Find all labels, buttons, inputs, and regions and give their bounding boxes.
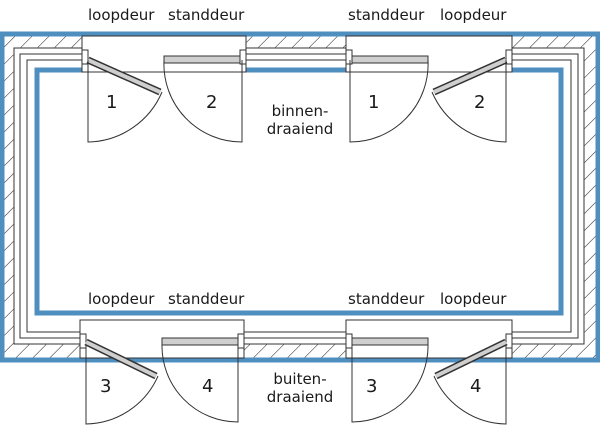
door-number-bottom-right-loop: 4	[470, 376, 481, 397]
label-bottom-left-standdeur: standdeur	[168, 290, 245, 308]
caption-top-line1: binnen-	[272, 102, 329, 120]
inner-frame	[34, 67, 564, 316]
wall	[1, 33, 599, 361]
door-number-bottom-left-loop: 3	[100, 376, 111, 397]
label-bottom-left-loopdeur: loopdeur	[88, 290, 155, 308]
label-top-right-standdeur: standdeur	[348, 6, 425, 24]
label-bottom-right-loopdeur: loopdeur	[440, 290, 507, 308]
label-top-right-loopdeur: loopdeur	[440, 6, 507, 24]
door-number-top-left-stand: 2	[206, 92, 217, 113]
door-pair-bottom-right	[345, 333, 513, 425]
label-bottom-right-standdeur: standdeur	[348, 290, 425, 308]
door-number-top-right-loop: 2	[474, 92, 485, 113]
door-number-top-right-stand: 1	[368, 92, 379, 113]
caption-bottom-line2: draaiend	[267, 388, 334, 406]
door-pair-bottom-left	[79, 333, 245, 425]
outer-frame	[0, 31, 600, 363]
door-number-bottom-right-stand: 3	[366, 376, 377, 397]
label-top-left-standdeur: standdeur	[168, 6, 245, 24]
caption-top-line2: draaiend	[267, 120, 334, 138]
caption-bottom-line1: buiten-	[273, 370, 326, 388]
door-pair-top-right	[345, 49, 513, 143]
door-pair-top-left	[81, 49, 247, 143]
label-top-left-loopdeur: loopdeur	[88, 6, 155, 24]
door-number-top-left-loop: 1	[106, 92, 117, 113]
door-number-bottom-left-stand: 4	[202, 376, 213, 397]
